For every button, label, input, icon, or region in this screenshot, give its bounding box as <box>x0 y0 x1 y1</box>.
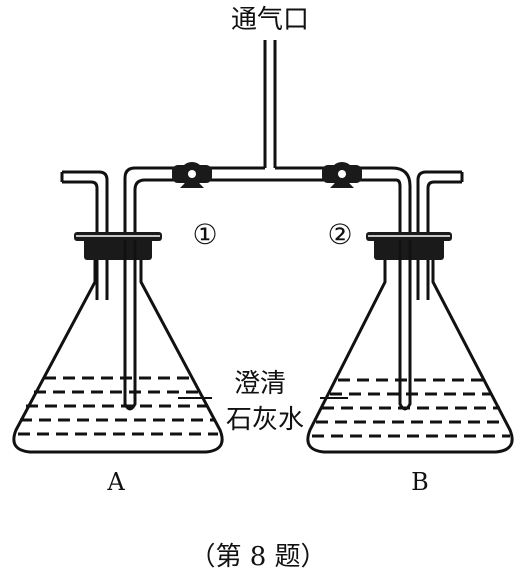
flask-a <box>12 170 224 454</box>
flask-a-label: A <box>106 468 125 496</box>
flask-b <box>306 170 514 454</box>
valve-1-label: ① <box>192 218 217 251</box>
reagent-label-line2: 石灰水 <box>226 405 304 435</box>
reagent-label-line1: 澄清 <box>234 369 286 399</box>
valve-2[interactable] <box>322 162 362 188</box>
flask-b-label: B <box>411 468 429 496</box>
flask-b-body <box>306 260 514 454</box>
figure-caption: （第 8 题） <box>189 542 326 572</box>
flask-b-outlet-tube <box>416 170 464 300</box>
inlet-label: 通气口 <box>231 5 309 35</box>
flask-b-inlet-tube <box>398 240 412 411</box>
flask-a-body <box>12 260 224 454</box>
flask-a-inlet-tube <box>123 240 137 411</box>
flask-a-liquid <box>18 376 218 436</box>
valve-2-label: ② <box>327 218 352 251</box>
manifold-tube <box>123 166 412 240</box>
valve-1[interactable] <box>172 162 212 188</box>
inlet-tube <box>263 40 277 168</box>
flask-a-outlet-tube <box>60 170 109 300</box>
